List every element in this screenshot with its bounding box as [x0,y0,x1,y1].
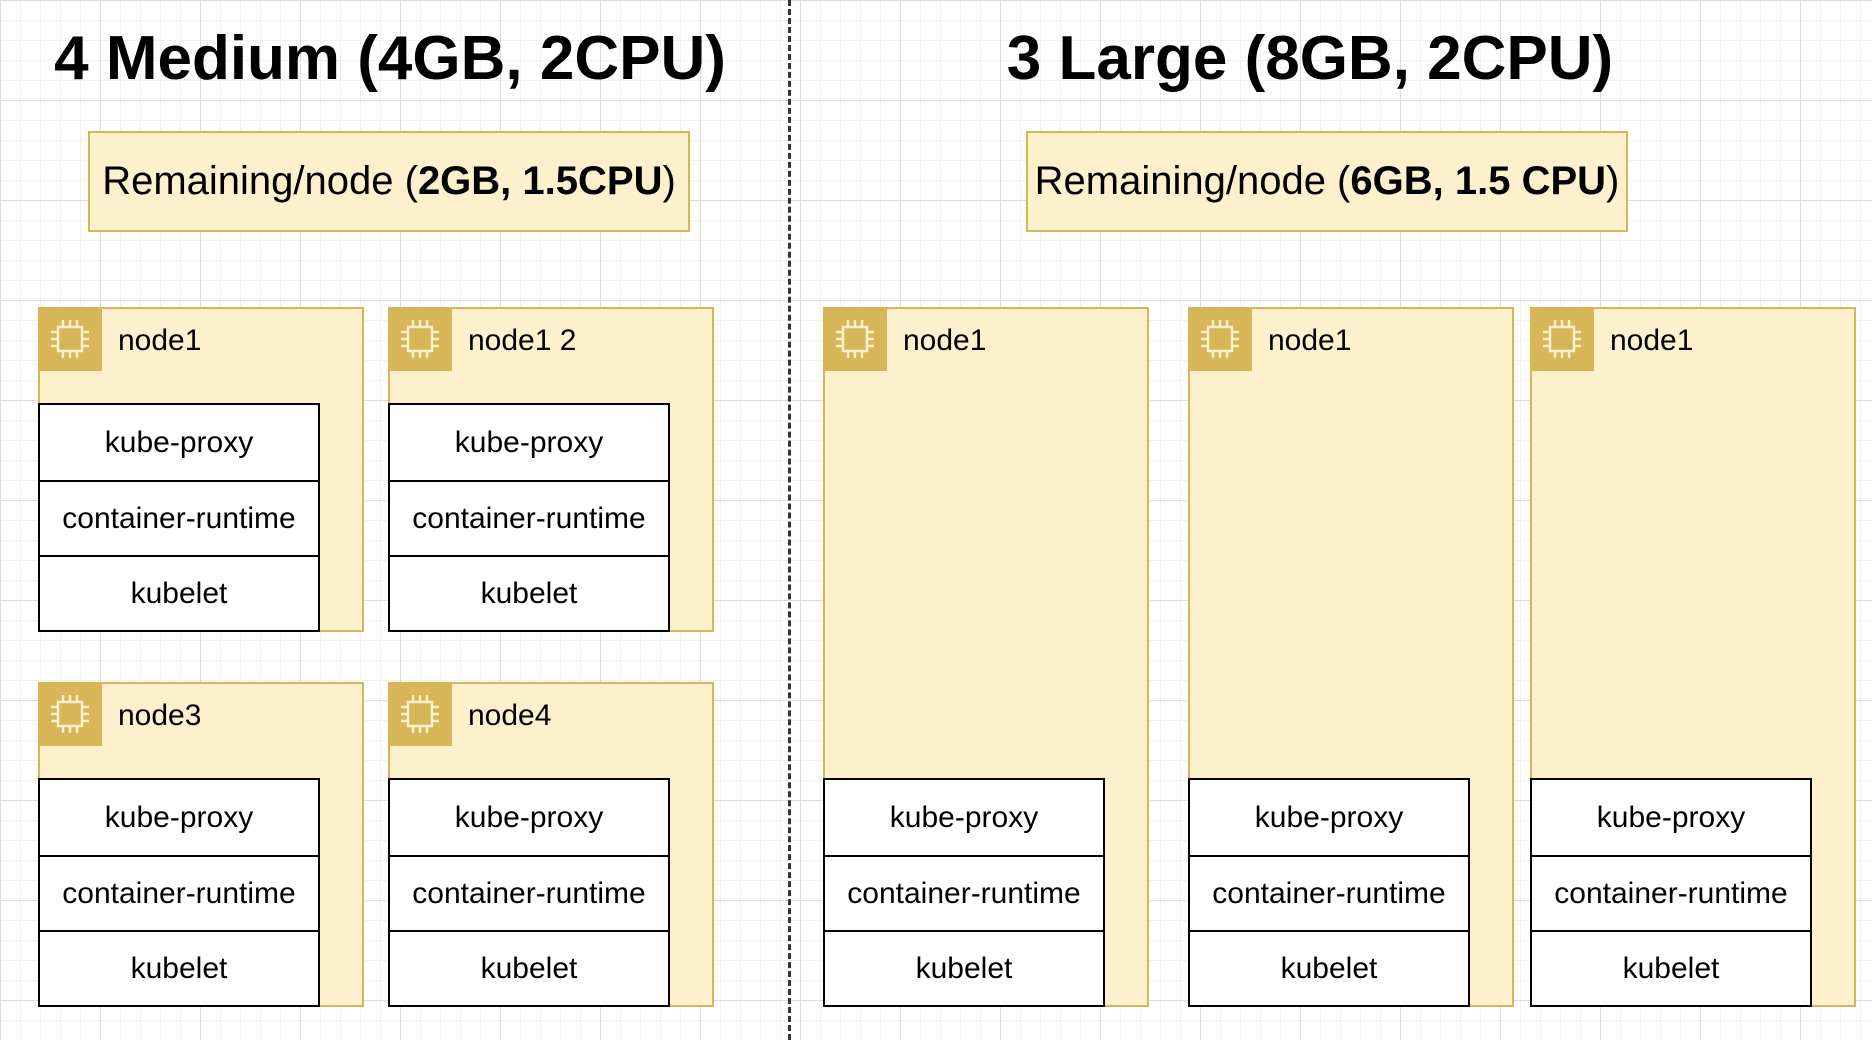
section-divider [788,0,791,1040]
kube-proxy-box: kube-proxy [104,425,254,459]
container-runtime-box: container-runtime [40,855,318,930]
large-remaining-box: Remaining/node (6GB, 1.5 CPU) [1026,131,1628,232]
cpu-chip-icon [1188,307,1252,371]
kubelet-box: kubelet [1532,930,1810,1005]
container-runtime-box: container-runtime [390,855,668,930]
remaining-suffix: ) [662,159,676,203]
node-name: node4 [468,699,552,732]
container-runtime-box: container-runtime [825,855,1103,930]
node-name: node1 [903,324,987,357]
kube-proxy-box: kube-proxy [454,425,604,459]
kube-proxy-box: kube-proxy [454,800,604,834]
node-card[interactable]: node4 kube-proxy container-runtime kubel… [388,682,714,1007]
node-card[interactable]: node1 kube-proxy container-runtime kubel… [1188,307,1514,1007]
kubelet-box: kubelet [390,555,668,630]
container-runtime-box: container-runtime [1532,855,1810,930]
component-stack: kube-proxy container-runtime kubelet [38,778,320,1007]
node-name: node1 2 [468,324,577,357]
kube-proxy-box: kube-proxy [889,800,1039,834]
node-name: node1 [1268,324,1352,357]
cpu-chip-icon [1530,307,1594,371]
container-runtime-box: container-runtime [40,480,318,555]
kubelet-box: kubelet [40,930,318,1005]
node-card[interactable]: node1 kube-proxy container-runtime kubel… [38,307,364,632]
remaining-value: 2GB, 1.5CPU [417,159,663,203]
remaining-suffix: ) [1606,159,1620,203]
component-stack: kube-proxy container-runtime kubelet [388,778,670,1007]
node-name: node1 [118,324,202,357]
component-stack: kube-proxy container-runtime kubelet [38,403,320,632]
node-card[interactable]: node1 2 kube-proxy container-runtime kub… [388,307,714,632]
kubelet-box: kubelet [40,555,318,630]
cpu-chip-icon [388,307,452,371]
node-name: node1 [1610,324,1694,357]
cpu-chip-icon [388,682,452,746]
cpu-chip-icon [823,307,887,371]
large-cluster-title: 3 Large (8GB, 2CPU) [1006,24,1614,93]
remaining-prefix: Remaining/node ( [102,159,418,203]
remaining-prefix: Remaining/node ( [1034,159,1351,203]
cpu-chip-icon [38,307,102,371]
node-card[interactable]: node1 kube-proxy container-runtime kubel… [823,307,1149,1007]
component-stack: kube-proxy container-runtime kubelet [1188,778,1470,1007]
container-runtime-box: container-runtime [1190,855,1468,930]
kube-proxy-box: kube-proxy [1254,800,1404,834]
node-name: node3 [118,699,202,732]
container-runtime-box: container-runtime [390,480,668,555]
kubelet-box: kubelet [390,930,668,1005]
kube-proxy-box: kube-proxy [1596,800,1746,834]
kubelet-box: kubelet [825,930,1103,1005]
cpu-chip-icon [38,682,102,746]
medium-cluster-title: 4 Medium (4GB, 2CPU) [54,24,726,93]
medium-remaining-box: Remaining/node (2GB, 1.5CPU) [88,131,690,232]
node-card[interactable]: node3 kube-proxy container-runtime kubel… [38,682,364,1007]
component-stack: kube-proxy container-runtime kubelet [823,778,1105,1007]
component-stack: kube-proxy container-runtime kubelet [388,403,670,632]
node-card[interactable]: node1 kube-proxy container-runtime kubel… [1530,307,1856,1007]
kubelet-box: kubelet [1190,930,1468,1005]
component-stack: kube-proxy container-runtime kubelet [1530,778,1812,1007]
kube-proxy-box: kube-proxy [104,800,254,834]
remaining-value: 6GB, 1.5 CPU [1350,159,1607,203]
